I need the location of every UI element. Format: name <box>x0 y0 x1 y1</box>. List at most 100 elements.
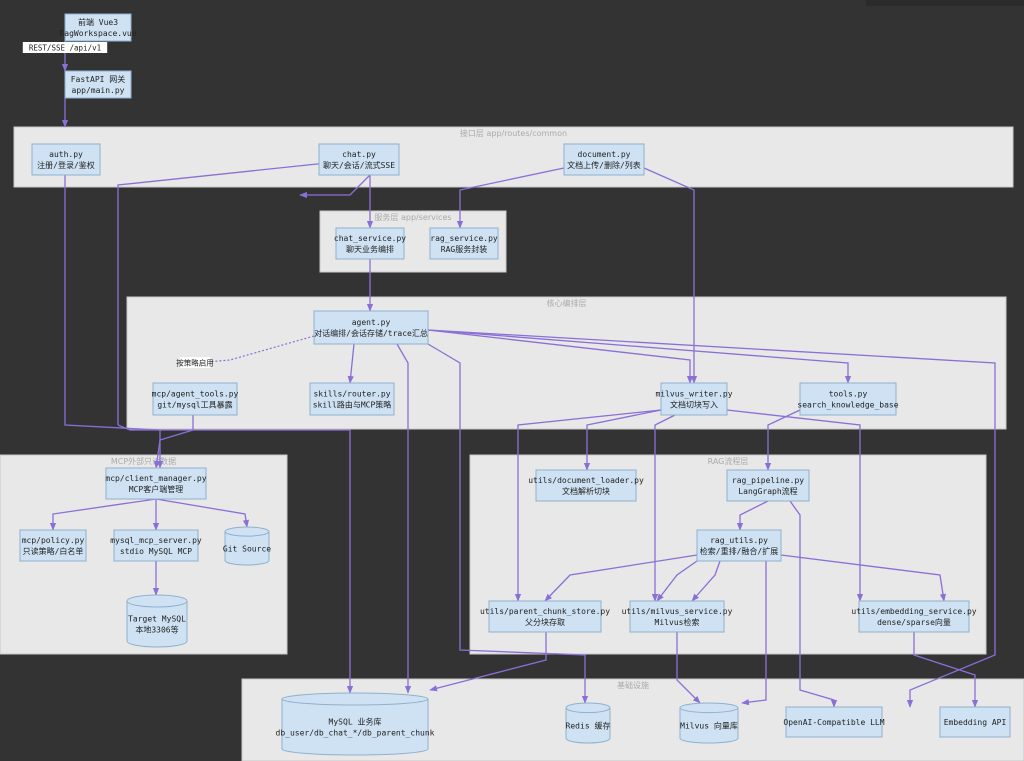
edge-label-text: REST/SSE /api/v1 <box>29 44 101 53</box>
node-label: 检索/重排/融合/扩展 <box>700 546 778 556</box>
edge-arrow <box>913 632 979 708</box>
node-label: 文档上传/删除/列表 <box>567 160 641 170</box>
group-label: RAG流程层 <box>708 456 749 466</box>
node-label: RagWorkspace.vue <box>59 29 136 38</box>
database-label: 本地3306等 <box>135 625 178 635</box>
database-milvus_db[interactable]: Milvus 向量库 <box>679 702 739 744</box>
edge-arrow <box>153 415 194 469</box>
node-label: 注册/登录/鉴权 <box>37 160 95 170</box>
node-label: MCP客户端管理 <box>129 484 183 494</box>
node-embedding_api[interactable]: Embedding API <box>939 706 1011 738</box>
node-label: FastAPI 网关 <box>71 74 126 84</box>
database-label: Milvus 向量库 <box>680 720 738 730</box>
node-label: skills/router.py <box>313 390 390 399</box>
database-label: Target MySQL <box>128 615 186 624</box>
database-git_source[interactable]: Git Source <box>223 526 271 566</box>
node-label: rag_service.py <box>430 234 498 243</box>
node-label: LangGraph流程 <box>738 486 797 496</box>
database-mysql_db[interactable]: MySQL 业务库 db_user/db_chat_*/db_parent_chu… <box>276 692 435 756</box>
edge-arrow <box>299 174 371 199</box>
database-label: Git Source <box>223 544 271 553</box>
database-label: MySQL 业务库 <box>329 717 382 727</box>
edge-arrow <box>741 561 767 706</box>
group-label: MCP外部只读数据 <box>111 456 176 466</box>
node-label: utils/embedding_service.py <box>851 607 976 616</box>
node-label: milvus_writer.py <box>655 390 732 399</box>
edge-label-rest: REST/SSE /api/v1 <box>22 42 108 53</box>
edge-arrow <box>427 329 852 384</box>
edge-arrow <box>651 414 676 602</box>
node-mcp_tools[interactable]: mcp/agent_tools.py git/mysql工具暴露 <box>152 382 239 416</box>
node-label: rag_utils.py <box>710 536 768 545</box>
node-label: rag_pipeline.py <box>732 476 804 485</box>
node-label: stdio MySQL MCP <box>120 547 192 556</box>
group-label: 接口层 app/routes/common <box>460 128 567 138</box>
group-label: 基础设施 <box>617 680 649 690</box>
edge-label-policy_enable: 按策略启用 <box>176 357 214 368</box>
node-label: RAG服务封装 <box>441 244 487 254</box>
node-label: skill路由与MCP策略 <box>313 400 392 410</box>
node-label: 聊天业务编排 <box>346 244 394 254</box>
node-label: utils/document_loader.py <box>528 476 644 485</box>
node-label: 只读策略/白名单 <box>23 546 84 556</box>
edge-arrow <box>780 554 947 602</box>
node-label: agent.py <box>352 318 391 327</box>
node-label: dense/sparse向量 <box>877 617 951 627</box>
database-label: db_user/db_chat_*/db_parent_chunk <box>276 729 435 738</box>
node-label: 父分块存取 <box>525 617 565 627</box>
node-label: 对话编排/会话存储/trace汇总 <box>314 328 428 338</box>
node-label: tools.py <box>829 390 868 399</box>
edge-arrow <box>117 424 164 469</box>
edge-arrow <box>49 498 157 531</box>
edge-arrow <box>583 409 662 471</box>
edge-arrow <box>514 409 662 602</box>
edge-arrow <box>427 329 694 384</box>
edge-arrow <box>396 343 412 694</box>
edge-arrow <box>656 560 698 602</box>
database-label: Redis 缓存 <box>566 720 611 730</box>
node-label: 文档解析切块 <box>562 486 610 496</box>
node-label: Embedding API <box>944 718 1007 727</box>
node-label: document.py <box>578 150 631 159</box>
node-label: mysql_mcp_server.py <box>110 536 202 545</box>
edge-arrow <box>347 343 355 384</box>
node-label: mcp/client_manager.py <box>105 474 206 483</box>
edge-arrow <box>427 343 589 704</box>
database-redis[interactable]: Redis 缓存 <box>565 702 611 744</box>
node-label: Milvus检索 <box>655 617 700 627</box>
node-label: chat_service.py <box>334 234 406 243</box>
node-label: 文档切块写入 <box>670 400 718 410</box>
node-label: chat.py <box>342 150 376 159</box>
node-label: mcp/policy.py <box>22 536 85 545</box>
node-label: mcp/agent_tools.py <box>152 390 239 399</box>
node-label: git/mysql工具暴露 <box>157 401 232 410</box>
node-llm[interactable]: OpenAI-Compatible LLM <box>783 706 885 738</box>
node-label: utils/milvus_service.py <box>622 607 733 616</box>
edge-dashed-arrow <box>194 335 315 366</box>
edge-arrow <box>544 554 698 602</box>
edge-arrow <box>456 167 565 229</box>
edge-label-text: 按策略启用 <box>176 358 214 368</box>
